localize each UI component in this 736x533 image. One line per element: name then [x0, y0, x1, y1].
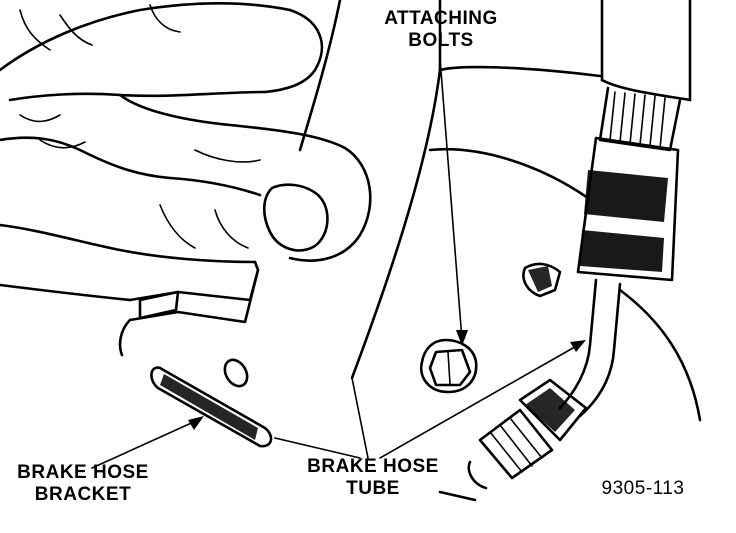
brake-hose — [558, 0, 692, 418]
bracket-leader — [91, 419, 199, 469]
attaching-bolts-leader — [439, 57, 463, 341]
attaching-bolts-label: ATTACHING BOLTS — [366, 8, 516, 52]
hand-illustration — [0, 0, 372, 302]
brake-hose-bracket-label: BRAKE HOSE BRACKET — [8, 462, 158, 506]
brake-hose-tube-label: BRAKE HOSE TUBE — [298, 456, 448, 500]
tube-leader-right — [379, 343, 581, 459]
brake-hose-bracket-line1: BRAKE HOSE — [17, 462, 149, 483]
tube-leader-left — [274, 437, 361, 459]
tube-fitting — [467, 378, 588, 490]
attaching-bolt — [419, 338, 478, 394]
attaching-bolts-line2: BOLTS — [408, 30, 474, 51]
brake-hose-bracket-part — [150, 358, 273, 448]
brake-hose-tube-line2: TUBE — [346, 478, 400, 499]
attaching-bolts-line1: ATTACHING — [384, 8, 498, 29]
bracket-body — [118, 268, 260, 357]
brake-hose-tube-line1: BRAKE HOSE — [307, 456, 439, 477]
leader-lines — [91, 57, 586, 469]
bleeder-cap — [522, 262, 562, 298]
brake-hose-bracket-line2: BRACKET — [34, 484, 132, 505]
figure-number: 9305-113 — [601, 478, 685, 499]
